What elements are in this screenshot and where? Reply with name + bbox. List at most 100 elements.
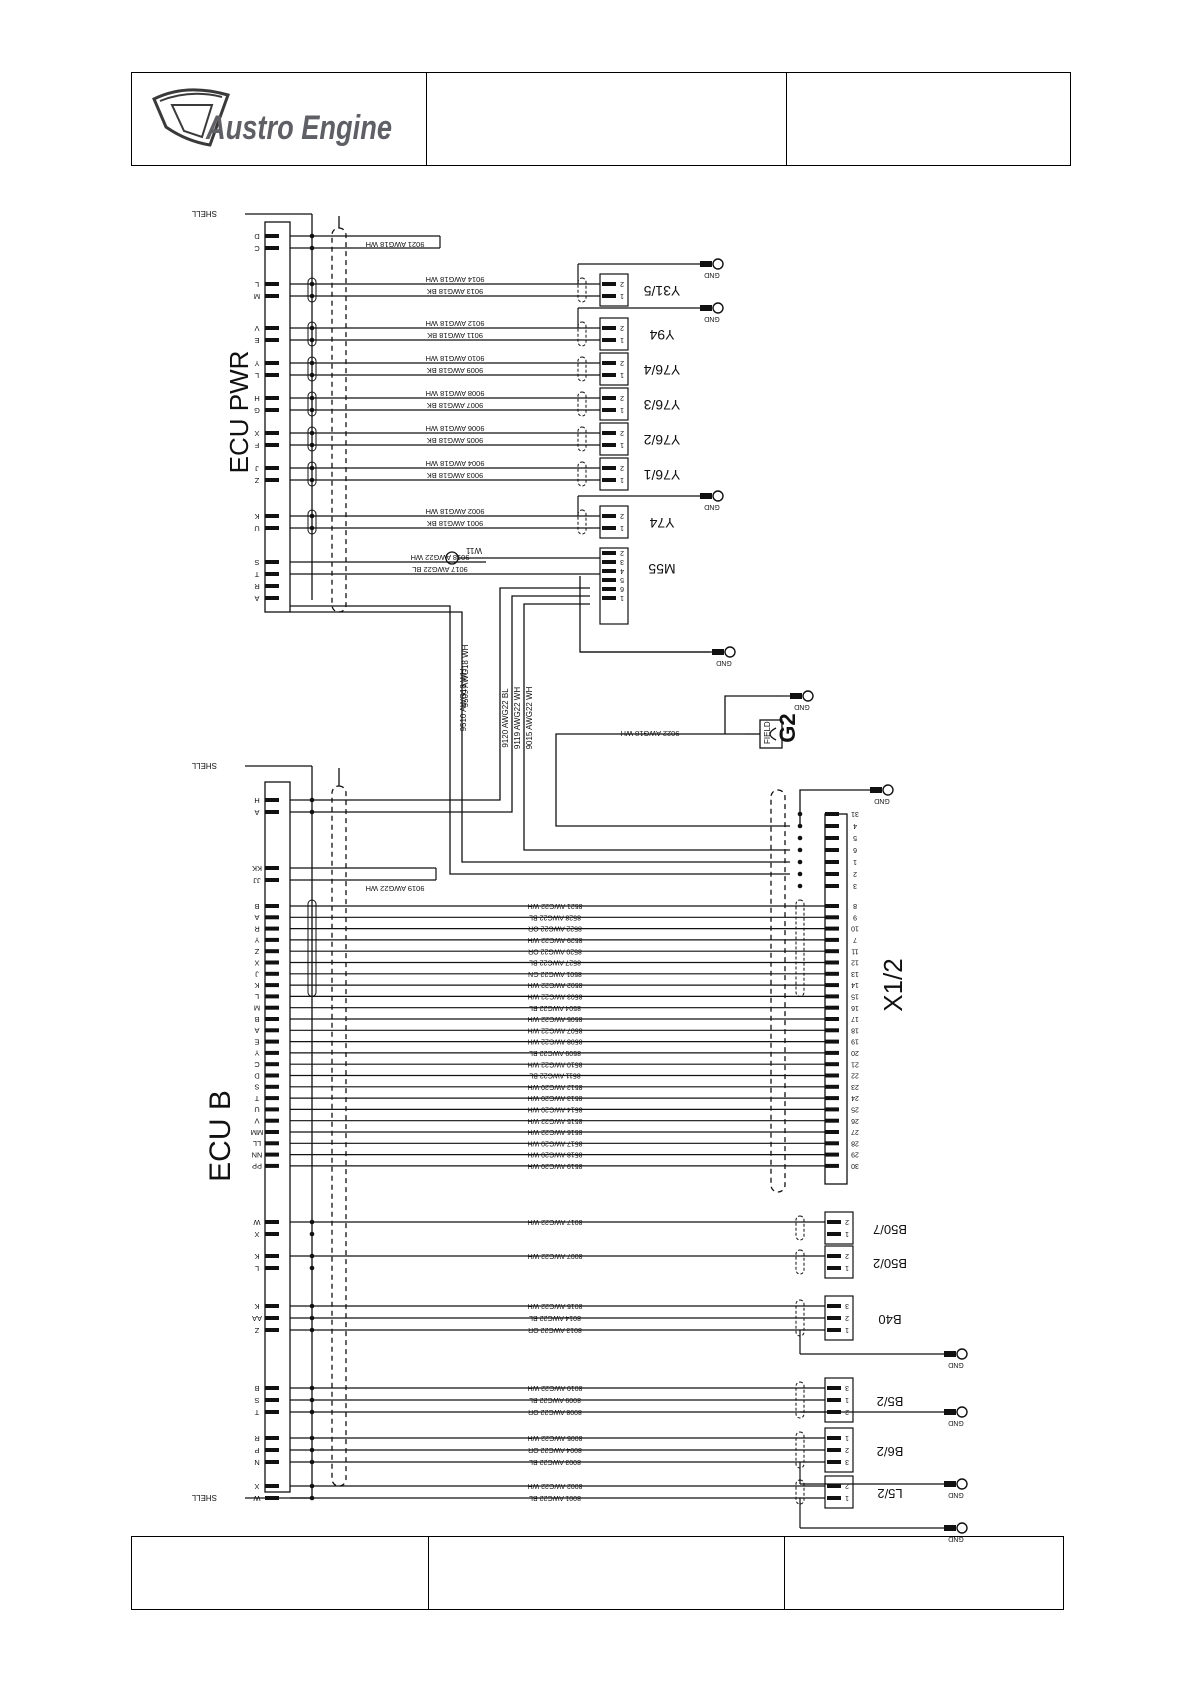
x12-terminal-label: 9 [853,913,857,920]
wire-label: 9018 AWG22 WH [411,553,470,562]
pin-label: KK [252,864,262,873]
x12-terminal-label: 18 [851,1026,859,1033]
brand-wordmark: Austro Engine [205,109,392,147]
terminal-label: 2 [620,512,624,519]
pin-label: S [254,558,259,567]
sensor-connector-body [824,1475,854,1509]
wire-label: 8515 AWG22 WH [528,1117,583,1124]
connector-pin [265,1484,279,1488]
connector-pin [265,1152,279,1157]
terminal-label: 1 [845,1434,849,1441]
connector-pin [265,560,279,564]
pin-label: H [254,796,259,805]
gnd-ring-icon [712,490,724,502]
wire-label: 9003 AWG18 BK [427,471,483,480]
connector-pin [265,572,279,576]
connector-pin [265,1017,279,1021]
connector-pin [265,926,279,931]
g2-component-body [759,719,783,749]
pin-label: Z [254,476,259,485]
pin-label: PP [252,1162,262,1171]
component-label: Y76/4 [643,362,680,378]
x12-terminal-pin [825,904,839,908]
x12-terminal-pin [825,1084,839,1089]
x12-terminal-pin [825,1050,839,1055]
connector-pin [265,1448,279,1452]
connector-pin [265,431,279,435]
x12-terminal-pin [825,1152,839,1157]
x12-terminal-label: 20 [851,1049,859,1056]
wire-label: 9010 AWG18 WH [426,354,485,363]
terminal-pin [602,326,616,330]
wire-label: 8516 AWG22 WH [528,1128,583,1135]
x12-terminal-pin [825,1073,839,1078]
x12-terminal-label: 2 [853,870,857,877]
shield-junction [309,797,315,803]
wire-label: 9004 AWG18 WH [426,459,485,468]
pin-label: S [254,1396,259,1405]
connector-pin [265,1005,279,1010]
component-connector-body [599,352,629,386]
twisted-pair-icon [307,426,317,452]
wire-label: 8513 AWG20 WH [528,1094,583,1101]
pin-label: R [254,924,260,933]
twisted-pair-icon [307,391,317,417]
terminal-label: 2 [620,549,624,556]
gnd-label: GND [948,1491,964,1498]
wire-label: 9013 AWG18 BK [427,287,483,296]
connector-pin [265,915,279,920]
wire-label: 9017 AWG22 BL [412,565,468,574]
gnd-label: GND [704,503,720,510]
connector-pin [265,1436,279,1440]
connector-pin [265,798,279,802]
connector-pin [265,373,279,377]
component-label: Y94 [649,327,674,343]
terminal-pin [827,1496,841,1500]
wire-label: 8005 AWG22 WH [528,1434,583,1441]
pin-label: W [253,1218,261,1227]
connector-pin [265,294,279,298]
terminal-label: 1 [620,441,624,448]
g2-field-coil-icon [769,727,777,741]
x12-terminal-pin [825,1005,839,1010]
x12-terminal-pin [825,1062,839,1067]
wire-label-9119: 9119 AWG22 WH [513,687,522,749]
component-connector-body [599,457,629,491]
terminal-label: 2 [620,280,624,287]
x12-terminal-label: 11 [851,947,858,954]
terminal-label: 3 [620,558,624,565]
terminal-pin [602,478,616,482]
terminal-label: 1 [620,524,624,531]
x12-terminal-pin [825,983,839,988]
x12-terminal-pin [825,937,839,942]
terminal-pin [602,596,616,600]
x12-terminal-label: 23 [851,1083,859,1090]
sensor-connector-body [824,1295,854,1341]
terminal-label: 1 [845,1396,849,1403]
gnd-terminal-icon [700,305,712,311]
x12-terminal-pin [825,884,839,888]
x12-terminal-pin [825,1096,839,1101]
terminal-label: 1 [620,406,624,413]
terminal-label: 2 [620,324,624,331]
pin-label: R [254,582,260,591]
wire-label: 8017 AWG22 WH [528,1218,583,1225]
wire-label: 9008 AWG18 WH [426,389,485,398]
wire-label: 8518 AWG20 WH [528,1151,583,1158]
gnd-label: GND [948,1535,964,1542]
terminal-label: 2 [620,429,624,436]
pin-label: A [254,808,259,817]
terminal-pin [602,408,616,412]
pin-label: JJ [253,876,261,885]
x12-terminal-label: 29 [851,1151,859,1158]
pin-label: B [254,1384,259,1393]
terminal-pin [827,1398,841,1402]
terminal-label: 2 [620,394,624,401]
connector-pin [265,326,279,330]
twisted-pair-icon [307,321,317,347]
wire-label-9015: 9015 AWG22 WH [525,686,534,749]
wire-label: 8504 AWG22 BL [529,1004,581,1011]
wire-label: 8505 AWG22 WH [528,1015,583,1022]
pin-label: D [254,1071,260,1080]
